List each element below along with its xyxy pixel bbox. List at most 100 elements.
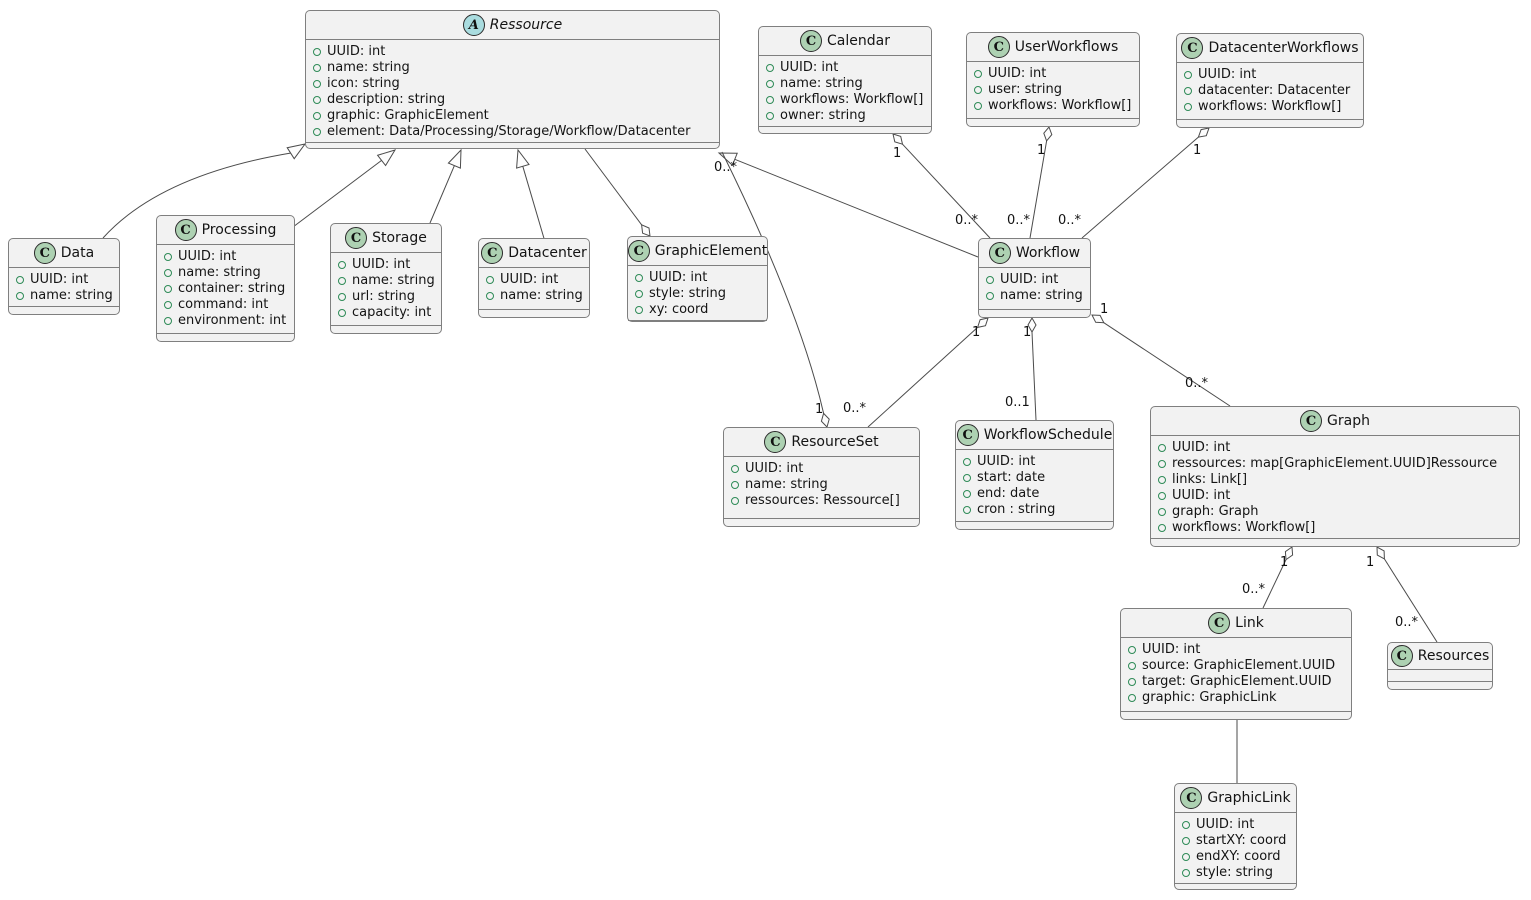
class-stereotype-icon: C bbox=[764, 431, 787, 453]
field-visibility-icon bbox=[766, 80, 774, 88]
field-visibility-icon bbox=[1182, 821, 1190, 829]
field-visibility-icon bbox=[731, 481, 739, 489]
field-visibility-icon bbox=[164, 317, 172, 325]
field-visibility-icon bbox=[1158, 508, 1166, 516]
class-stereotype-icon: C bbox=[800, 30, 823, 52]
attribute-row: name: string bbox=[731, 477, 912, 493]
multiplicity-label: 1 bbox=[815, 402, 824, 417]
methods-compartment bbox=[157, 333, 294, 341]
attribute-row: name: string bbox=[486, 288, 583, 304]
attribute-row: UUID: int bbox=[1158, 440, 1512, 456]
class-name: Processing bbox=[201, 222, 277, 238]
methods-compartment bbox=[759, 126, 931, 134]
attribute-row: workflows: Workflow[] bbox=[1184, 99, 1356, 115]
edge-graph-link bbox=[1262, 546, 1294, 609]
edge-graph-resources bbox=[1376, 546, 1438, 643]
attribute-row: xy: coord bbox=[635, 302, 760, 318]
multiplicity-label: 0..* bbox=[1185, 376, 1209, 391]
multiplicity-label: 1 bbox=[1280, 555, 1289, 570]
edge-processing-extends-ressource bbox=[292, 149, 397, 228]
edge-datacenterworkflows-workflow bbox=[1081, 127, 1210, 239]
class-name: Calendar bbox=[827, 33, 890, 49]
field-visibility-icon bbox=[986, 292, 994, 300]
attribute-row: environment: int bbox=[164, 313, 287, 329]
multiplicity-label: 1 bbox=[893, 146, 902, 161]
field-visibility-icon bbox=[1182, 837, 1190, 845]
field-visibility-icon bbox=[635, 274, 643, 282]
field-visibility-icon bbox=[1128, 694, 1136, 702]
field-visibility-icon bbox=[338, 261, 346, 269]
class-stereotype-icon: C bbox=[1181, 37, 1204, 59]
attribute-row: icon: string bbox=[313, 76, 712, 92]
edge-storage-extends-ressource bbox=[429, 148, 462, 224]
attribute-row: name: string bbox=[766, 76, 924, 92]
multiplicity-label: 0..* bbox=[714, 160, 738, 175]
field-visibility-icon bbox=[766, 96, 774, 104]
field-visibility-icon bbox=[731, 465, 739, 473]
field-visibility-icon bbox=[313, 48, 321, 56]
attribute-row: UUID: int bbox=[974, 66, 1132, 82]
field-visibility-icon bbox=[1182, 853, 1190, 861]
attribute-row: UUID: int bbox=[16, 272, 112, 288]
attribute-row: startXY: coord bbox=[1182, 833, 1289, 849]
attribute-row: name: string bbox=[313, 60, 712, 76]
field-visibility-icon bbox=[1182, 869, 1190, 877]
attribute-row: UUID: int bbox=[313, 44, 712, 60]
edge-workflow-graph bbox=[1091, 314, 1231, 407]
field-visibility-icon bbox=[766, 64, 774, 72]
field-visibility-icon bbox=[16, 276, 24, 284]
field-visibility-icon bbox=[164, 301, 172, 309]
attribute-row: ressources: Ressource[] bbox=[731, 493, 912, 509]
methods-compartment bbox=[724, 518, 919, 526]
field-visibility-icon bbox=[974, 102, 982, 110]
attribute-row: description: string bbox=[313, 92, 712, 108]
field-visibility-icon bbox=[1158, 492, 1166, 500]
class-name: Graph bbox=[1327, 413, 1370, 429]
edge-datacenter-extends-ressource bbox=[516, 148, 549, 253]
multiplicity-label: 1 bbox=[1100, 302, 1109, 317]
multiplicity-label: 1 bbox=[1037, 143, 1046, 158]
class-name: Datacenter bbox=[508, 245, 587, 261]
methods-compartment bbox=[331, 325, 441, 333]
multiplicity-label: 0..* bbox=[1007, 213, 1031, 228]
field-visibility-icon bbox=[731, 497, 739, 505]
attribute-row: graphic: GraphicElement bbox=[313, 108, 712, 124]
attribute-row: user: string bbox=[974, 82, 1132, 98]
class-stereotype-icon: C bbox=[174, 219, 197, 241]
attribute-row: UUID: int bbox=[635, 270, 760, 286]
methods-compartment bbox=[306, 142, 719, 150]
methods-compartment bbox=[628, 320, 767, 328]
attribute-row: ressources: map[GraphicElement.UUID]Ress… bbox=[1158, 456, 1512, 472]
edge-workflow-workflowschedule bbox=[1027, 316, 1037, 421]
attribute-row: capacity: int bbox=[338, 305, 434, 321]
attribute-row: name: string bbox=[164, 265, 287, 281]
attribute-row: links: Link[] bbox=[1158, 472, 1512, 488]
attribute-row: UUID: int bbox=[1184, 67, 1356, 83]
attribute-row: name: string bbox=[986, 288, 1083, 304]
class-stereotype-icon: C bbox=[1180, 787, 1203, 809]
field-visibility-icon bbox=[1184, 87, 1192, 95]
methods-compartment bbox=[1177, 119, 1363, 127]
multiplicity-label: 1 bbox=[972, 325, 981, 340]
field-visibility-icon bbox=[313, 80, 321, 88]
class-stereotype-icon: C bbox=[956, 424, 979, 446]
methods-compartment bbox=[1175, 883, 1296, 891]
field-visibility-icon bbox=[313, 96, 321, 104]
methods-compartment bbox=[9, 306, 119, 314]
field-visibility-icon bbox=[313, 112, 321, 120]
class-name: Data bbox=[60, 245, 95, 261]
attribute-row: UUID: int bbox=[986, 272, 1083, 288]
edge-userworkflows-workflow bbox=[1029, 126, 1053, 239]
attribute-row: start: date bbox=[963, 470, 1106, 486]
